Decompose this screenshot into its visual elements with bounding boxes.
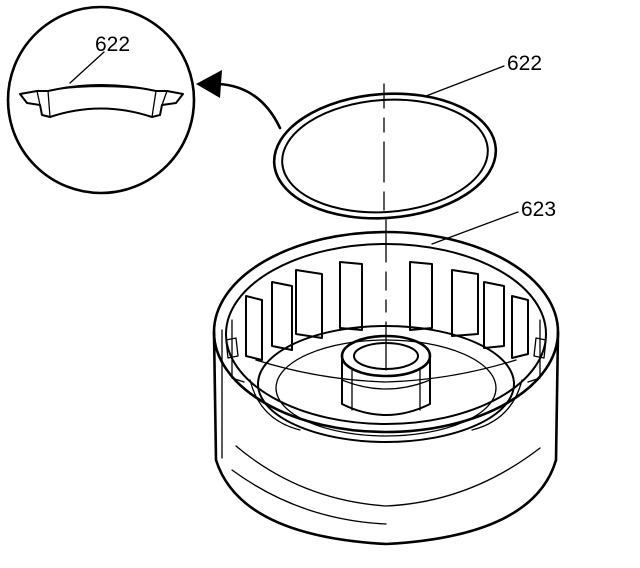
- detail-view: 622: [6, 5, 196, 195]
- clutch-housing: 623: [212, 198, 560, 546]
- o-ring-outer: [272, 92, 498, 220]
- curved-arrow: [196, 70, 282, 130]
- center-axis: [383, 83, 387, 371]
- housing-inner-rim: [225, 243, 547, 425]
- detail-circle: [6, 5, 196, 195]
- o-ring-inner: [281, 98, 489, 214]
- leader-622: [425, 65, 505, 97]
- callout-623: 623: [521, 198, 556, 221]
- o-ring: 622: [272, 52, 542, 220]
- housing-side-wall: [212, 330, 560, 546]
- arrow-head: [196, 70, 222, 98]
- center-hub: [340, 334, 432, 416]
- housing-floor: [257, 325, 515, 443]
- detail-leader-line: [69, 51, 105, 84]
- ring-cross-section: [19, 84, 184, 118]
- callout-622-detail: 622: [95, 33, 130, 56]
- callout-622: 622: [507, 52, 542, 75]
- leader-623: [431, 211, 519, 245]
